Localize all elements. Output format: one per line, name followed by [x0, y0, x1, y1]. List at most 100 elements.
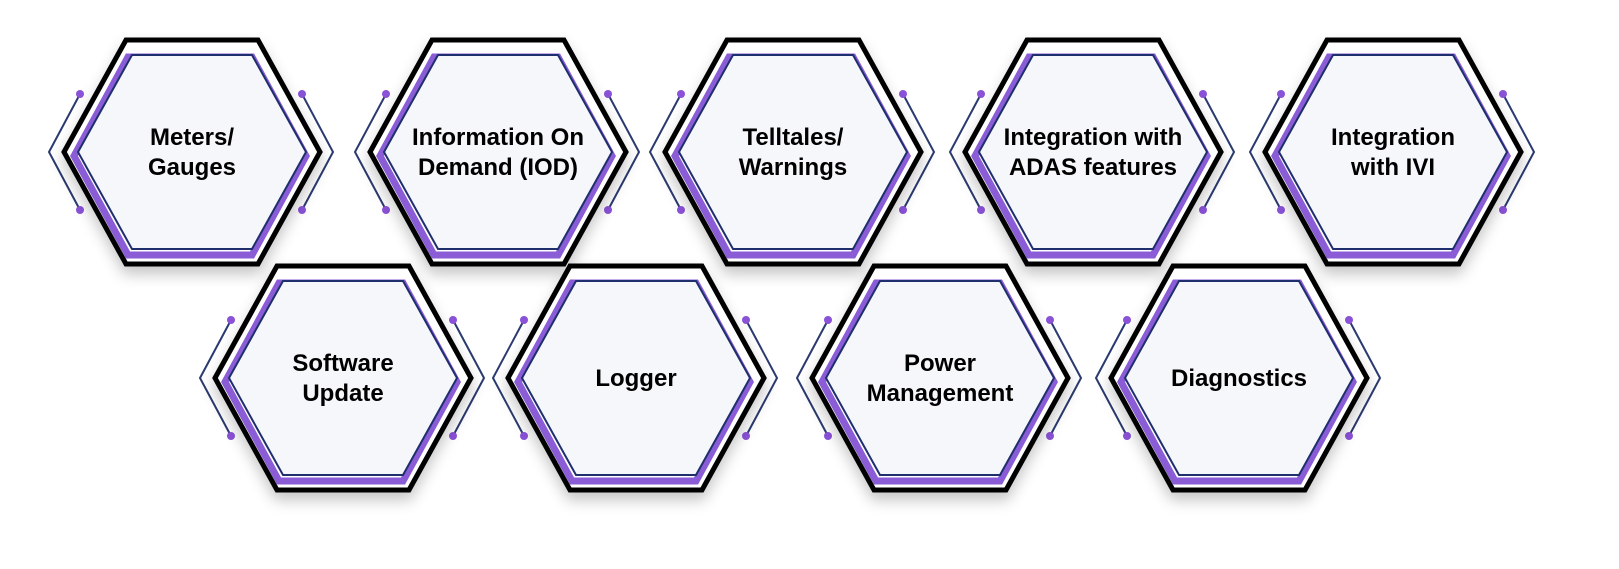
left-bracket [1094, 319, 1128, 437]
bracket-dot [977, 206, 985, 214]
bracket-dot [382, 206, 390, 214]
hexagon-label-line: Software [292, 350, 393, 377]
bracket-dot [824, 316, 832, 324]
hexagon-label-line: Meters/ [150, 124, 234, 151]
hexagon-label: Integration with IVI [1331, 124, 1455, 181]
bracket-dot [1499, 90, 1507, 98]
bracket-dot [1123, 432, 1131, 440]
right-bracket [1348, 319, 1382, 437]
hexagon-label-line: Integration [1331, 124, 1455, 151]
hexagon-inner [977, 54, 1209, 250]
right-bracket [1202, 93, 1236, 211]
hexagon-inner [382, 54, 614, 250]
feature-hexagon: Information On Demand (IOD) [353, 37, 641, 267]
hexagon-label-line: Integration with [1004, 124, 1183, 151]
left-bracket [491, 319, 525, 437]
bracket-dot [449, 316, 457, 324]
bracket-dot [604, 90, 612, 98]
hexagon-label: Meters/Gauges [148, 124, 236, 181]
bracket-dot [227, 316, 235, 324]
hexagon-label-line: Warnings [739, 154, 847, 181]
left-bracket [198, 319, 232, 437]
right-bracket [1049, 319, 1083, 437]
hexagon-label-line: Update [302, 380, 383, 407]
bracket-dot [76, 90, 84, 98]
hexagon-accent [1271, 53, 1511, 259]
hexagon-label: Diagnostics [1171, 365, 1307, 392]
bracket-dot [227, 432, 235, 440]
hexagon-accent [671, 53, 911, 259]
bracket-dot [1277, 90, 1285, 98]
hexagon-inner [227, 280, 459, 476]
hexagon-inner [1123, 280, 1355, 476]
bracket-dot [742, 316, 750, 324]
hexagon-inner [520, 280, 752, 476]
bracket-dot [1345, 316, 1353, 324]
hexagon-label-line: with IVI [1350, 154, 1435, 181]
hexagon-inner [1277, 54, 1509, 250]
bracket-dot [1123, 316, 1131, 324]
bracket-dot [520, 316, 528, 324]
bracket-dot [1046, 316, 1054, 324]
left-bracket [353, 93, 387, 211]
hexagon-accent [376, 53, 616, 259]
bracket-dot [899, 206, 907, 214]
bracket-dot [977, 90, 985, 98]
hexagon-accent [1117, 279, 1357, 485]
left-bracket [1248, 93, 1282, 211]
hexagon-label-line: Demand (IOD) [418, 154, 578, 181]
left-bracket [648, 93, 682, 211]
feature-hexagon: Integration with IVI [1248, 37, 1536, 267]
left-bracket [47, 93, 81, 211]
hexagon-accent [221, 279, 461, 485]
hexagon-label: Telltales/Warnings [739, 124, 847, 181]
bracket-dot [76, 206, 84, 214]
bracket-dot [1199, 90, 1207, 98]
bracket-dot [1046, 432, 1054, 440]
hexagon-label-line: Power [904, 350, 976, 377]
feature-hexagon: Logger [491, 263, 779, 493]
hexagon-inner [677, 54, 909, 250]
bracket-dot [899, 90, 907, 98]
bracket-dot [677, 206, 685, 214]
hexagon-label-line: Diagnostics [1171, 365, 1307, 392]
hexagon-label: Logger [595, 365, 676, 392]
bracket-dot [742, 432, 750, 440]
hexagon-label-line: ADAS features [1009, 154, 1177, 181]
feature-hexagon: Meters/Gauges [47, 37, 335, 267]
hexagon-accent [514, 279, 754, 485]
hexagon-inner [824, 280, 1056, 476]
hexagon-accent [818, 279, 1058, 485]
hexagon-label-line: Gauges [148, 154, 236, 181]
right-bracket [1502, 93, 1536, 211]
left-bracket [795, 319, 829, 437]
hexagon-label-line: Information On [412, 124, 584, 151]
right-bracket [301, 93, 335, 211]
hexagon-inner [76, 54, 308, 250]
bracket-dot [298, 206, 306, 214]
bracket-dot [1199, 206, 1207, 214]
feature-hexagon: Diagnostics [1094, 263, 1382, 493]
bracket-dot [382, 90, 390, 98]
bracket-dot [449, 432, 457, 440]
bracket-dot [1499, 206, 1507, 214]
left-bracket [948, 93, 982, 211]
right-bracket [452, 319, 486, 437]
bracket-dot [1345, 432, 1353, 440]
hexagon-label: Information On Demand (IOD) [412, 124, 584, 181]
bracket-dot [1277, 206, 1285, 214]
bracket-dot [298, 90, 306, 98]
bracket-dot [677, 90, 685, 98]
right-bracket [607, 93, 641, 211]
right-bracket [745, 319, 779, 437]
hexagon-label-line: Logger [595, 365, 676, 392]
feature-hexagon: Telltales/Warnings [648, 37, 936, 267]
bracket-dot [824, 432, 832, 440]
hexagon-label-line: Telltales/ [743, 124, 844, 151]
